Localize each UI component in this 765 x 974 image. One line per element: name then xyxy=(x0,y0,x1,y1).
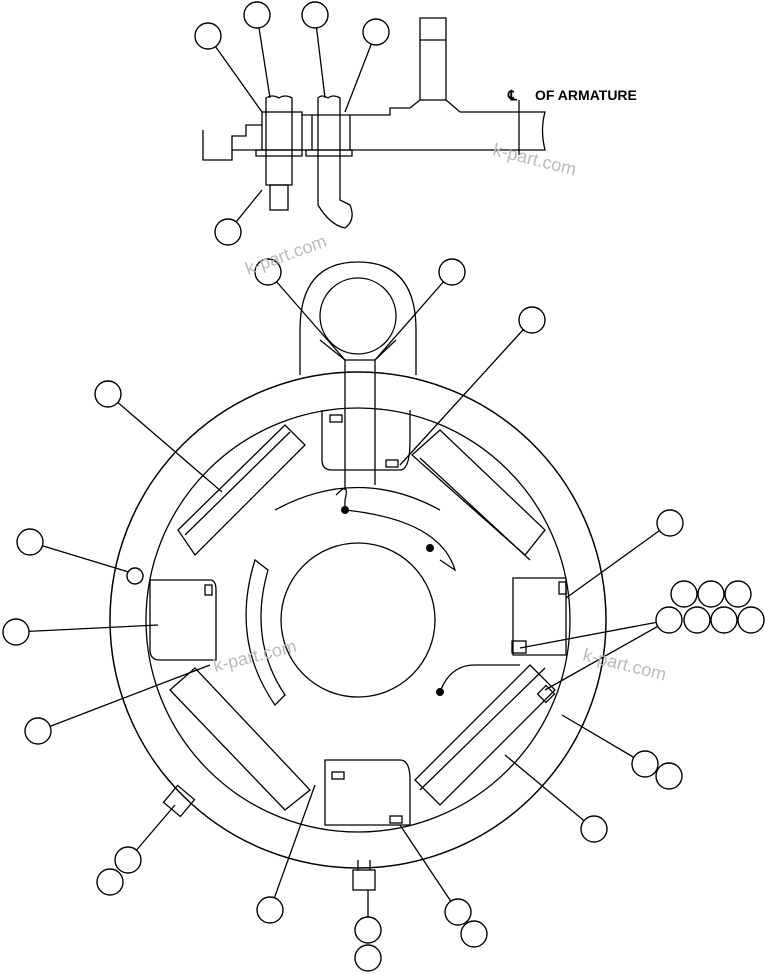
callout-bubble[interactable] xyxy=(460,920,488,948)
callout-bubble[interactable] xyxy=(114,846,142,874)
callout-bubble[interactable] xyxy=(655,762,683,790)
centerline-label: OF ARMATURE xyxy=(535,87,637,103)
shaft-side-view: ℄ OF ARMATURE xyxy=(202,17,637,229)
callout-bubble[interactable] xyxy=(655,606,683,634)
callout-bubble[interactable] xyxy=(254,258,282,286)
callout-bubble[interactable] xyxy=(94,380,122,408)
callout-bubble[interactable] xyxy=(724,580,752,608)
callout-bubble[interactable] xyxy=(194,22,222,50)
callout-bubble[interactable] xyxy=(631,750,659,778)
watermark: k-part.com xyxy=(581,644,668,684)
callout-bubble[interactable] xyxy=(24,717,52,745)
callout-bubble[interactable] xyxy=(697,580,725,608)
callout-bubble[interactable] xyxy=(256,896,284,924)
callout-bubble[interactable] xyxy=(362,18,390,46)
centerline-symbol: ℄ xyxy=(507,87,518,103)
watermark: k-part.com xyxy=(491,139,578,179)
callout-bubble[interactable] xyxy=(710,606,738,634)
callout-bubble[interactable] xyxy=(683,606,711,634)
watermark: k-part.com xyxy=(211,636,298,676)
callout-bubble[interactable] xyxy=(16,528,44,556)
leader-lines xyxy=(15,14,671,930)
frame-end-view xyxy=(109,261,607,891)
callout-bubble[interactable] xyxy=(656,509,684,537)
watermarks: k-part.com k-part.com k-part.com k-part.… xyxy=(211,139,668,684)
callout-bubble[interactable] xyxy=(737,606,765,634)
callout-bubble[interactable] xyxy=(670,580,698,608)
callout-bubble[interactable] xyxy=(243,1,271,29)
callout-bubble[interactable] xyxy=(444,898,472,926)
callout-bubble[interactable] xyxy=(354,944,382,972)
callout-bubble[interactable] xyxy=(438,258,466,286)
callout-bubble[interactable] xyxy=(354,916,382,944)
callout-bubble[interactable] xyxy=(96,868,124,896)
watermark: k-part.com xyxy=(243,231,330,279)
callout-bubble[interactable] xyxy=(301,1,329,29)
callout-bubble[interactable] xyxy=(518,306,546,334)
callout-bubble[interactable] xyxy=(2,618,30,646)
callout-bubble[interactable] xyxy=(214,218,242,246)
callout-bubble[interactable] xyxy=(580,815,608,843)
callout-bubble-small[interactable] xyxy=(126,567,144,585)
